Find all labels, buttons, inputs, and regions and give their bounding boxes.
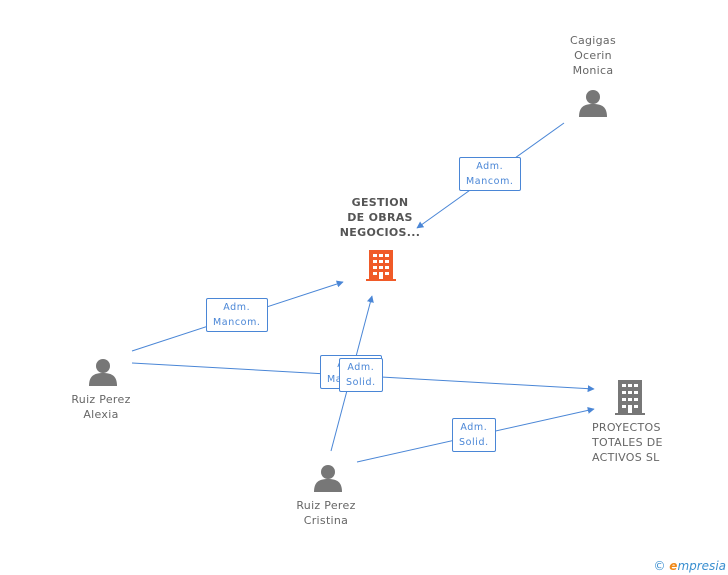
edge-role-type: Solid.	[346, 377, 376, 388]
edge-role-type: Mancom.	[466, 176, 514, 187]
building-icon[interactable]	[365, 250, 397, 282]
person-icon[interactable]	[313, 464, 343, 492]
edge-role-type: Solid.	[459, 437, 489, 448]
person-icon[interactable]	[88, 358, 118, 386]
brand-name: mpresia	[677, 559, 726, 573]
edge-role: Adm.	[347, 362, 375, 373]
node-label-alexia[interactable]: Ruiz Perez Alexia	[71, 393, 131, 421]
brand-logo-initial: e	[669, 559, 678, 573]
edge-role: Adm.	[460, 422, 488, 433]
node-label-cagigas[interactable]: Cagigas Ocerin Monica	[569, 34, 616, 77]
footer-brand[interactable]: © empresia	[653, 559, 726, 573]
node-label-gestion[interactable]: GESTION DE OBRAS NEGOCIOS...	[339, 196, 421, 239]
building-icon[interactable]	[614, 380, 646, 416]
copyright-symbol: ©	[653, 559, 666, 573]
edge-role: Adm.	[476, 161, 504, 172]
node-label-proyectos[interactable]: PROYECTOS TOTALES DE ACTIVOS SL	[592, 421, 663, 464]
edge-label-cristina-proyectos: Adm. Solid.	[452, 418, 496, 452]
edge-label-cristina-gestion: Adm. Solid.	[339, 358, 383, 392]
person-icon[interactable]	[578, 89, 608, 117]
node-label-cristina[interactable]: Ruiz Perez Cristina	[296, 499, 356, 527]
edge-label-cagigas-gestion: Adm. Mancom.	[459, 157, 521, 191]
edge-role-type: Mancom.	[213, 317, 261, 328]
edge-role: Adm.	[223, 302, 251, 313]
edge-label-alexia-gestion: Adm. Mancom.	[206, 298, 268, 332]
